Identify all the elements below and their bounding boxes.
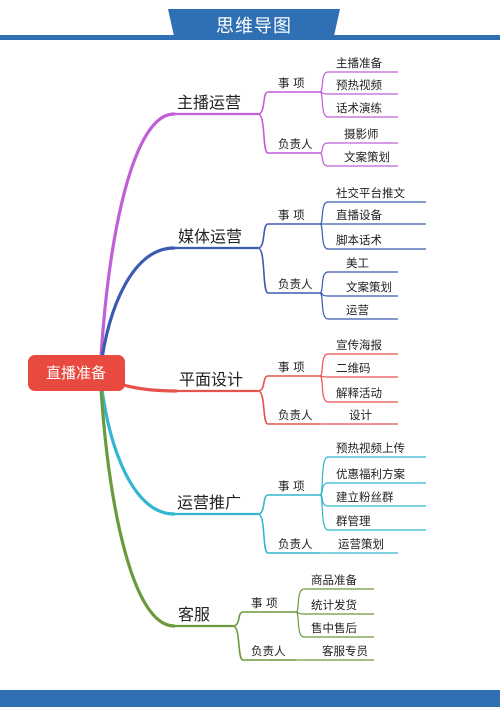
group-connector: [257, 113, 269, 154]
leaf-connector: [295, 588, 305, 613]
connector-lines: [98, 71, 426, 661]
group-connector: [257, 223, 269, 249]
branch-label: 主播运营: [177, 93, 241, 112]
group-connector: [232, 611, 244, 627]
leaf-label: 运营: [346, 303, 369, 317]
leaf-label: 群管理: [336, 514, 371, 528]
leaf-connector: [319, 201, 329, 225]
group-connector: [257, 91, 269, 115]
leaf-label: 设计: [349, 408, 372, 422]
branch-connector: [98, 112, 176, 375]
leaf-connector: [319, 353, 329, 377]
leaf-label: 预热视频上传: [336, 441, 405, 455]
footer-bar: [0, 690, 500, 707]
leaf-label: 统计发货: [311, 598, 357, 612]
leaf-label: 摄影师: [344, 127, 379, 141]
branch-connector: [98, 371, 176, 628]
branch-connector: [98, 246, 176, 375]
branch-label: 平面设计: [179, 370, 243, 389]
group-connector: [257, 390, 269, 425]
leaf-label: 宣传海报: [336, 338, 382, 352]
leaf-label: 话术演练: [336, 101, 382, 115]
leaf-connector: [319, 456, 329, 496]
leaf-label: 售中售后: [311, 621, 357, 635]
leaf-label: 优惠福利方案: [336, 467, 405, 481]
page-title: 思维导图: [168, 9, 340, 40]
group-label: 事 项: [278, 208, 305, 222]
group-connector: [257, 247, 269, 294]
leaf-connector: [319, 271, 329, 294]
branch-label: 运营推广: [177, 493, 241, 512]
leaf-connector: [319, 91, 329, 118]
leaf-label: 文案策划: [344, 150, 390, 164]
leaf-connector: [295, 611, 305, 638]
leaf-label: 主播准备: [336, 56, 382, 70]
leaf-connector: [319, 142, 329, 154]
group-connector: [257, 494, 269, 515]
root-node: 直播准备: [28, 355, 125, 391]
group-connector: [257, 375, 269, 392]
leaf-label: 社交平台推文: [336, 186, 405, 200]
group-label: 事 项: [278, 479, 305, 493]
leaf-label: 直播设备: [336, 208, 382, 222]
group-label: 负责人: [278, 277, 313, 291]
leaf-connector: [319, 494, 329, 531]
branch-label: 媒体运营: [178, 227, 242, 246]
leaf-connector: [319, 223, 329, 250]
group-label: 负责人: [278, 408, 313, 422]
group-label: 负责人: [251, 644, 286, 658]
branch-connector: [98, 371, 176, 516]
leaf-label: 客服专员: [322, 644, 368, 658]
branch-label: 客服: [178, 605, 210, 624]
leaf-label: 脚本话术: [336, 233, 382, 247]
group-label: 事 项: [278, 360, 305, 374]
group-label: 负责人: [278, 137, 313, 151]
leaf-label: 建立粉丝群: [336, 490, 394, 504]
leaf-label: 预热视频: [336, 78, 382, 92]
group-connector: [232, 625, 244, 661]
leaf-connector: [319, 71, 329, 93]
group-connector: [257, 513, 269, 554]
leaf-connector: [319, 292, 329, 320]
group-label: 负责人: [278, 537, 313, 551]
leaf-label: 解释活动: [336, 386, 382, 400]
root-label: 直播准备: [46, 364, 106, 382]
leaf-connector: [319, 375, 329, 403]
leaf-label: 商品准备: [311, 573, 357, 587]
leaf-label: 运营策划: [338, 537, 384, 551]
leaf-connector: [319, 152, 329, 167]
group-label: 事 项: [251, 596, 278, 610]
leaf-label: 二维码: [336, 361, 371, 375]
leaf-label: 美工: [346, 256, 369, 270]
leaf-label: 文案策划: [346, 280, 392, 294]
group-label: 事 项: [278, 76, 305, 90]
root-node-box: [28, 355, 125, 391]
